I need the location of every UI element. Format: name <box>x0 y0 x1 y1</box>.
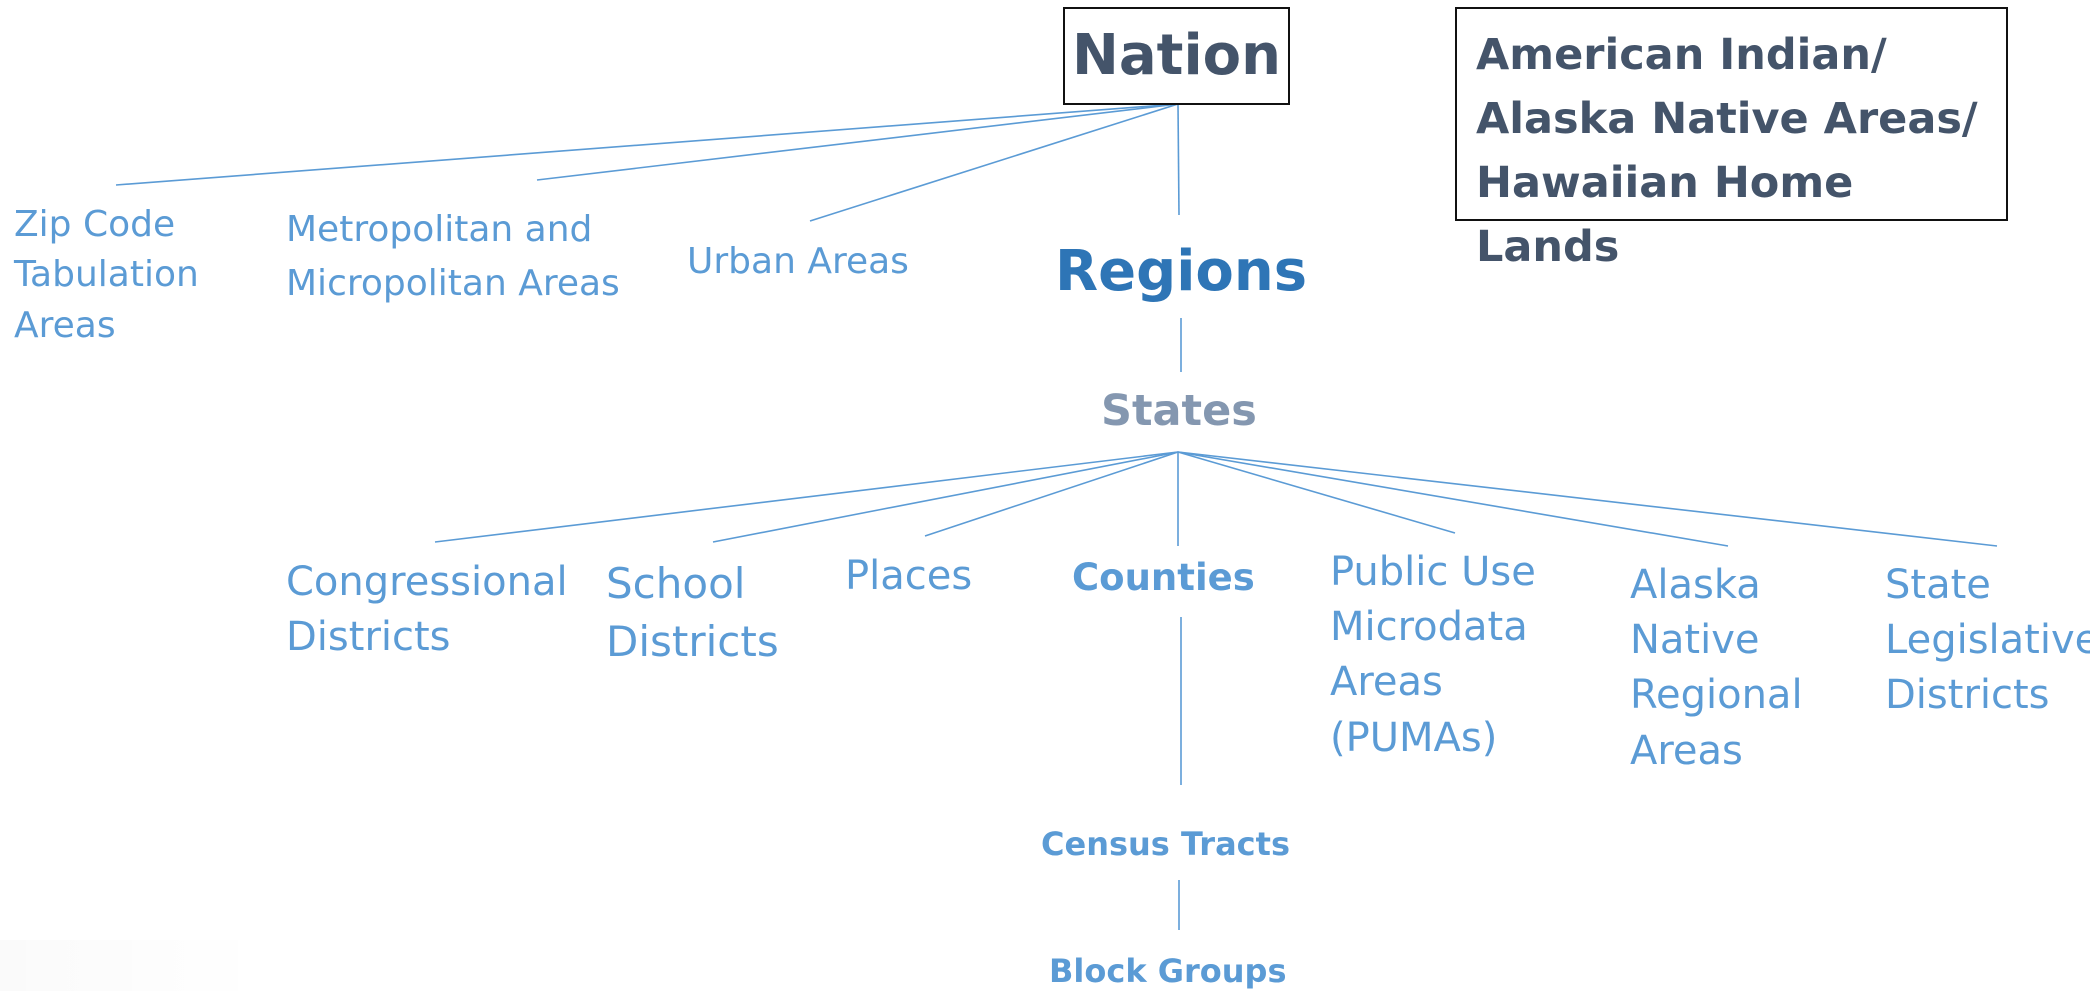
zcta-label-line-3: Areas <box>14 304 116 346</box>
urban-areas-label: Urban Areas <box>687 241 909 282</box>
school-line-1: School <box>606 559 746 608</box>
faint-watermark <box>0 940 265 991</box>
connector-nation-urban <box>809 103 1179 222</box>
counties-label: Counties <box>1072 556 1255 599</box>
sld-line-3: Districts <box>1885 672 2050 719</box>
puma-line-4: (PUMAs) <box>1330 714 1498 761</box>
connector-states-congressional <box>434 451 1179 543</box>
sld-line-2: Legislative <box>1885 617 2090 664</box>
connector-states-puma <box>1177 451 1456 534</box>
aian-label-line-2: Alaska Native Areas/ <box>1476 94 1978 144</box>
puma-line-3: Areas <box>1330 659 1443 706</box>
anra-line-2: Native <box>1630 617 1760 664</box>
zcta-label-line-1: Zip Code <box>14 204 176 245</box>
zcta-label: Zip Code Tabulation Areas <box>14 200 199 351</box>
connector-states-places <box>924 451 1179 537</box>
congressional-line-1: Congressional <box>286 559 568 605</box>
anra-line-3: Regional <box>1630 672 1803 719</box>
state-legislative-districts-label: State Legislative Districts <box>1885 558 2090 724</box>
connector-nation-regions <box>1177 103 1180 216</box>
school-line-2: Districts <box>606 616 779 666</box>
metro-label: Metropolitan and Micropolitan Areas <box>286 203 620 311</box>
sld-line-1: State <box>1885 562 1991 608</box>
congressional-line-2: Districts <box>286 614 451 661</box>
puma-line-2: Microdata <box>1330 604 1528 651</box>
zcta-label-line-2: Tabulation <box>14 254 199 296</box>
connector-nation-zcta <box>115 103 1179 186</box>
school-districts-label: School Districts <box>606 555 779 671</box>
puma-label: Public Use Microdata Areas (PUMAs) <box>1330 545 1536 766</box>
connector-nation-metro <box>536 103 1179 181</box>
nation-box: Nation <box>1063 7 1290 105</box>
aian-label-line-3: Hawaiian Home Lands <box>1476 158 1854 272</box>
metro-label-line-1: Metropolitan and <box>286 209 593 250</box>
congressional-districts-label: Congressional Districts <box>286 555 568 665</box>
nation-label: Nation <box>1072 23 1281 88</box>
connector-states-anra <box>1177 451 1729 547</box>
alaska-native-regional-areas-label: Alaska Native Regional Areas <box>1630 558 1803 779</box>
aian-label-line-1: American Indian/ <box>1476 30 1887 80</box>
census-tracts-label: Census Tracts <box>1041 825 1290 863</box>
connector-states-school <box>712 451 1179 543</box>
connector-states-sld <box>1177 451 1998 547</box>
metro-label-line-2: Micropolitan Areas <box>286 263 620 304</box>
aian-box: American Indian/ Alaska Native Areas/ Ha… <box>1455 7 2008 272</box>
anra-line-4: Areas <box>1630 727 1743 774</box>
anra-line-1: Alaska <box>1630 562 1761 608</box>
puma-line-1: Public Use <box>1330 549 1536 595</box>
places-label: Places <box>845 553 973 599</box>
states-label: States <box>1101 386 1257 436</box>
regions-label: Regions <box>1055 239 1308 304</box>
block-groups-label: Block Groups <box>1049 952 1287 990</box>
